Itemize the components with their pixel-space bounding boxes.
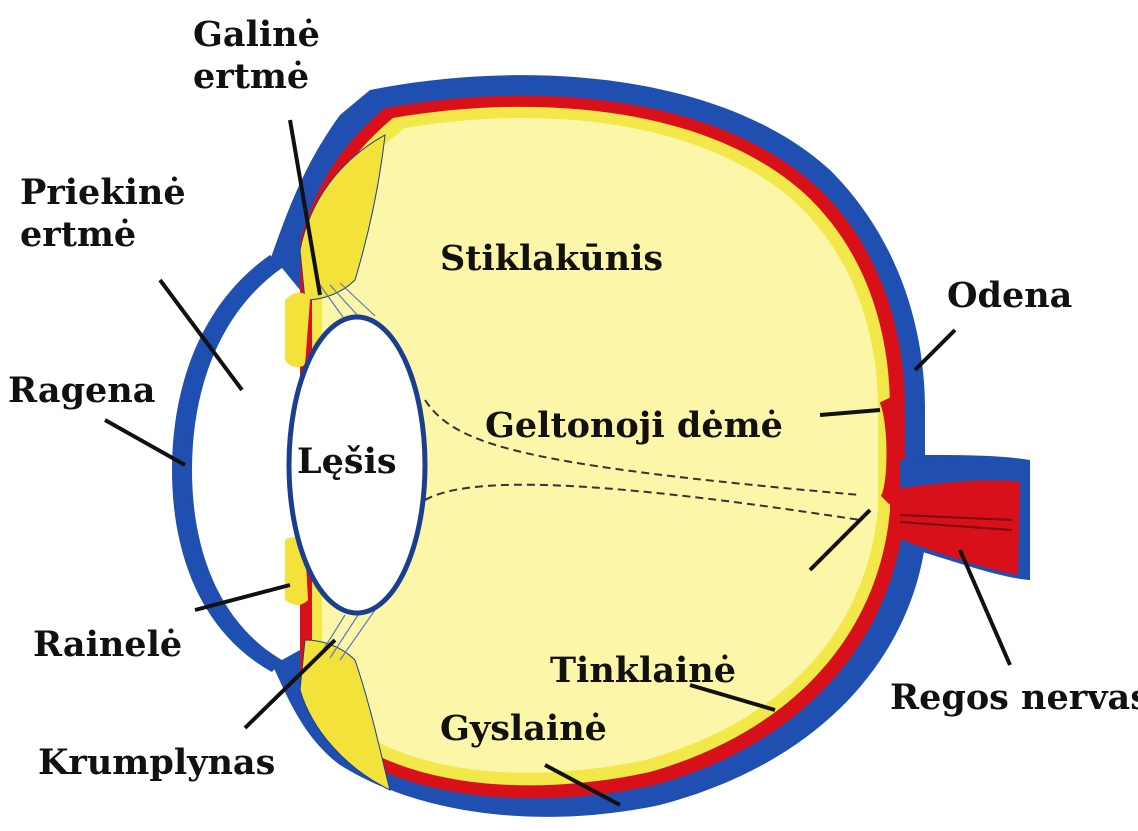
label-galine-ertme-line1: Galinė bbox=[193, 14, 320, 56]
label-odena: Odena bbox=[947, 275, 1072, 317]
label-priekine-ertme-line1: Priekinė bbox=[20, 172, 186, 214]
label-priekine-ertme: Priekinė ertmė bbox=[20, 172, 186, 256]
label-geltonoji-deme: Geltonoji dėmė bbox=[485, 405, 783, 447]
label-galine-ertme: Galinė ertmė bbox=[193, 14, 320, 98]
label-raineke: Rainelė bbox=[33, 624, 182, 666]
pointer-odena bbox=[915, 330, 955, 370]
label-ragena: Ragena bbox=[8, 370, 155, 412]
label-tinklaine: Tinklainė bbox=[550, 650, 736, 692]
label-regos-nervas: Regos nervas bbox=[890, 677, 1138, 719]
label-priekine-ertme-line2: ertmė bbox=[20, 214, 186, 256]
label-krumplynas: Krumplynas bbox=[38, 742, 275, 784]
label-lesis: Lęšis bbox=[297, 441, 397, 483]
pointer-ragena bbox=[105, 420, 185, 465]
label-stiklakunis: Stiklakūnis bbox=[440, 238, 663, 280]
label-gyslaine: Gyslainė bbox=[440, 708, 607, 750]
label-galine-ertme-line2: ertmė bbox=[193, 56, 320, 98]
